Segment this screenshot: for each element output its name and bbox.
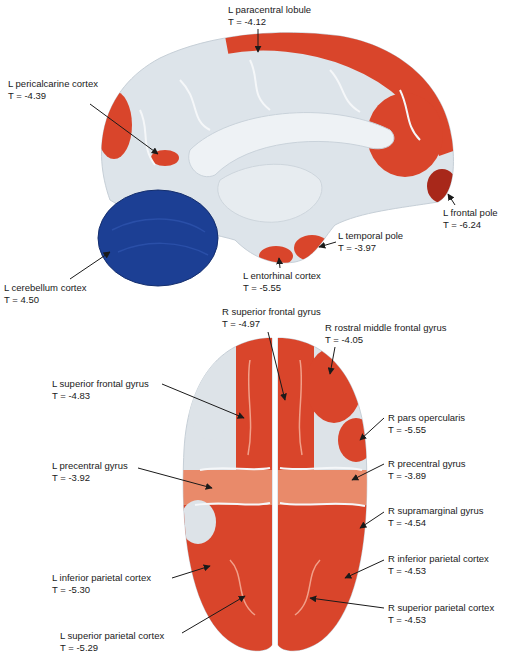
t-value: T = -4.53	[388, 614, 426, 626]
leader-line	[319, 242, 336, 247]
pars-opercularis-region	[338, 418, 374, 462]
region-label: R superior parietal cortex	[388, 602, 494, 614]
sulcus-line	[295, 560, 320, 615]
pale-patch	[180, 500, 216, 544]
region-label: L entorhinal cortex	[243, 270, 321, 282]
leader-line	[138, 468, 212, 488]
t-value: T = -3.92	[52, 472, 90, 484]
region-label: R superior frontal gyrus	[222, 306, 321, 318]
occipital-region	[96, 91, 132, 159]
sulcus-line	[250, 60, 270, 110]
medial-brain-view	[96, 33, 457, 286]
temporal-pole-region	[294, 235, 330, 261]
sulcus-line	[180, 80, 210, 130]
t-value: T = -4.54	[388, 517, 426, 529]
leader-line	[172, 566, 210, 578]
region-label: L temporal pole	[338, 230, 403, 242]
t-value: T = -4.97	[222, 318, 260, 330]
sulcus-line	[140, 110, 155, 165]
leader-line	[182, 596, 245, 633]
sulcus-line	[248, 360, 251, 455]
t-value: T = -4.05	[325, 334, 363, 346]
leader-line	[448, 194, 455, 205]
t-value: T = -5.30	[52, 584, 90, 596]
t-value: T = -5.29	[60, 642, 98, 654]
region-label: R pars opercularis	[388, 412, 465, 424]
leader-line	[258, 29, 259, 52]
t-value: T = 4.50	[4, 294, 39, 306]
region-label: R inferior parietal cortex	[388, 553, 489, 565]
pale-patch	[188, 360, 232, 440]
region-label: L superior parietal cortex	[60, 630, 164, 642]
leader-line	[70, 252, 110, 279]
sulcus-line	[299, 360, 302, 455]
region-label: L frontal pole	[443, 207, 498, 219]
t-value: T = -4.39	[8, 90, 46, 102]
region-label: L paracentral lobule	[228, 4, 311, 16]
region-label: L cerebellum cortex	[4, 282, 87, 294]
region-label: L pericalcarine cortex	[8, 78, 98, 90]
t-value: T = -4.83	[52, 390, 90, 402]
sulcus-line	[200, 468, 270, 470]
rostral-middle-frontal-region	[306, 347, 362, 423]
cerebellum-fold	[112, 219, 205, 232]
leader-line	[330, 347, 335, 374]
superior-frontal-region	[236, 336, 314, 470]
leader-line	[345, 560, 384, 578]
t-value: T = -4.53	[388, 565, 426, 577]
sulcus-line	[400, 90, 420, 140]
leader-line	[360, 512, 384, 528]
superior-brain-view	[180, 336, 374, 657]
sulcus-line	[230, 560, 255, 615]
thalamus	[218, 164, 322, 222]
t-value: T = -5.55	[388, 424, 426, 436]
leader-lines	[70, 29, 455, 633]
leader-line	[310, 598, 384, 608]
region-label: L inferior parietal cortex	[52, 572, 151, 584]
sulcus-line	[280, 503, 365, 506]
leader-line	[352, 464, 384, 480]
region-label: R precentral gyrus	[388, 458, 466, 470]
region-label: R supramarginal gyrus	[388, 505, 484, 517]
t-value: T = -3.89	[388, 470, 426, 482]
frontal-pole-region	[427, 169, 457, 203]
sulcus-line	[280, 468, 362, 470]
leader-line	[360, 418, 384, 440]
cerebellum-fold	[118, 243, 208, 255]
leader-line	[279, 258, 280, 268]
region-label: L superior frontal gyrus	[52, 378, 149, 390]
sulcus-line	[195, 503, 270, 505]
t-value: T = -5.55	[243, 282, 281, 294]
leader-line	[162, 384, 244, 418]
leader-line	[90, 104, 158, 154]
entorhinal-region	[259, 246, 293, 266]
leader-line	[268, 332, 285, 400]
region-label: L precentral gyrus	[52, 460, 128, 472]
t-value: T = -4.12	[228, 16, 266, 28]
sulcus-line	[330, 70, 360, 112]
t-value: T = -6.24	[443, 219, 481, 231]
cerebellum	[98, 190, 218, 286]
t-value: T = -3.97	[338, 242, 376, 254]
region-label: R rostral middle frontal gyrus	[325, 322, 446, 334]
